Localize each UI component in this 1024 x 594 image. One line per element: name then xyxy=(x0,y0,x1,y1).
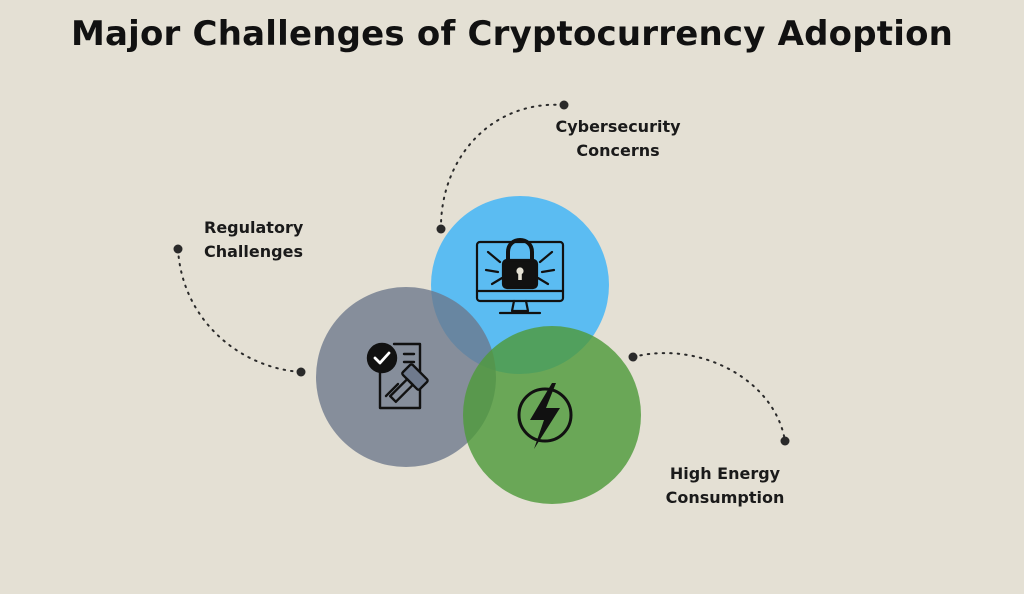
padlock-monitor-icon xyxy=(475,238,565,315)
label-line: Cybersecurity xyxy=(555,117,681,136)
page-title: Major Challenges of Cryptocurrency Adopt… xyxy=(70,14,954,54)
dot-energy-end xyxy=(780,436,790,446)
label-regulatory-challenges: Regulatory Challenges xyxy=(204,216,324,264)
label-line: Consumption xyxy=(665,488,785,507)
connector-cyber xyxy=(439,103,565,230)
gavel-document-icon xyxy=(366,342,429,410)
label-cybersecurity-concerns: Cybersecurity Concerns xyxy=(548,115,688,163)
label-line: High Energy xyxy=(669,464,781,483)
label-line: Challenges xyxy=(204,242,303,261)
connectors xyxy=(177,103,786,442)
connector-reg xyxy=(177,248,302,373)
connector-energy xyxy=(632,352,786,442)
connector-dots xyxy=(173,100,790,446)
dot-energy-start xyxy=(628,352,638,362)
label-high-energy-consumption: High Energy Consumption xyxy=(652,462,798,510)
dot-reg-start xyxy=(173,244,183,254)
label-line: Regulatory xyxy=(204,218,304,237)
dot-cyber-start xyxy=(436,224,446,234)
label-line: Concerns xyxy=(576,141,660,160)
dot-cyber-end xyxy=(559,100,569,110)
lightning-bolt-icon xyxy=(517,383,573,449)
dot-reg-end xyxy=(296,367,306,377)
